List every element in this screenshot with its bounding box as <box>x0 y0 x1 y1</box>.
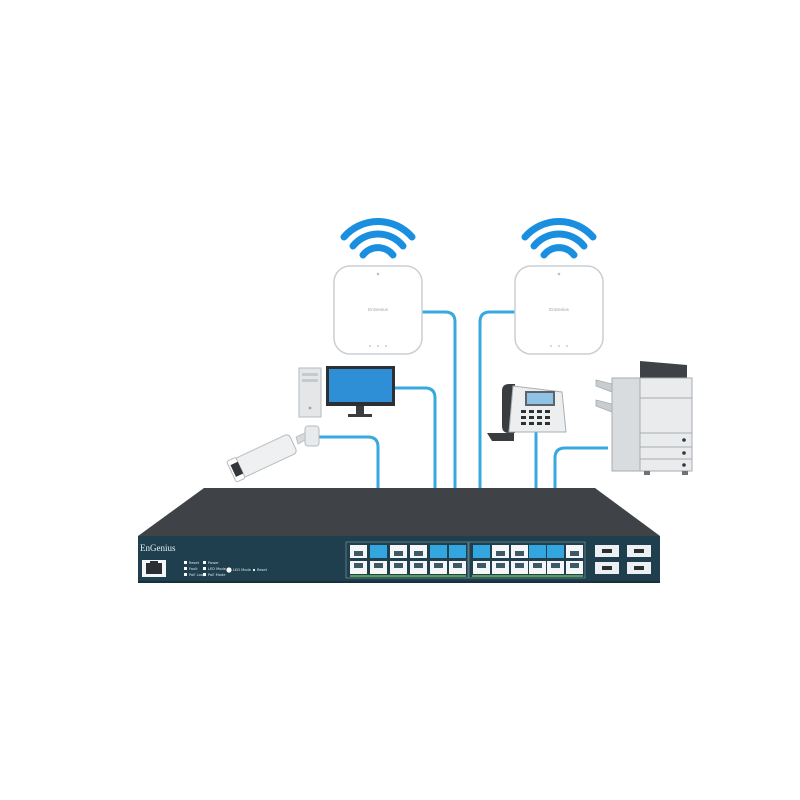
ip-camera-icon <box>226 425 320 483</box>
reset-label: Reset <box>257 568 268 572</box>
switch-top <box>138 488 660 536</box>
led-mode-label: LED Mode <box>233 568 252 572</box>
led-legend: Reset Power Fault LED Mode PoE Loop PoE … <box>184 561 268 577</box>
network-switch-icon: EnGenius Reset Power Fault LED Mode PoE … <box>138 488 660 583</box>
led-label: Fault <box>189 567 198 571</box>
led-label: LED Mode <box>208 567 227 571</box>
led-label: PoE Loop <box>189 573 206 577</box>
wifi-icon <box>521 217 597 259</box>
switch-brand: EnGenius <box>140 543 176 553</box>
ip-phone-icon <box>487 384 567 441</box>
ap-logo: EnGenius <box>549 307 570 312</box>
access-point-icon: EnGenius <box>514 265 604 355</box>
switch-front-panel <box>138 536 660 583</box>
ap-logo: EnGenius <box>368 307 389 312</box>
led-label: PoE Mode <box>208 573 226 577</box>
wifi-icon <box>340 217 416 259</box>
monitor-icon <box>326 366 395 417</box>
sfp-slots <box>595 545 651 574</box>
led-label: Reset <box>189 561 200 565</box>
console-port <box>142 560 166 577</box>
printer-copier-icon <box>595 361 693 475</box>
desktop-pc-icon <box>298 367 322 418</box>
led-label: Power <box>208 561 219 565</box>
access-point-icon: EnGenius <box>333 265 423 355</box>
